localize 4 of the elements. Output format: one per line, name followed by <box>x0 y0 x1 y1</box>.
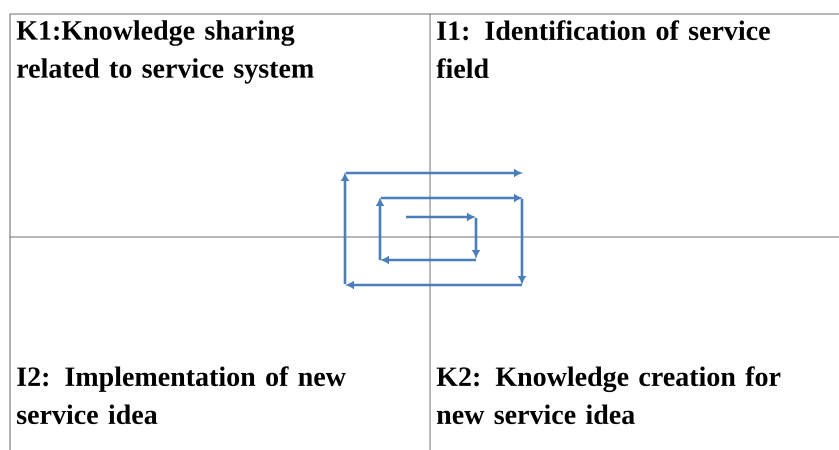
quadrant-label: K1:Knowledge sharing related to service system <box>16 20 314 84</box>
quadrant-label: K2: Knowledge creation for new service idea <box>436 366 780 424</box>
quadrant-label: I2: Implementation of new service idea <box>17 366 346 424</box>
quadrant-label: I1: Identification of service field <box>436 20 770 78</box>
